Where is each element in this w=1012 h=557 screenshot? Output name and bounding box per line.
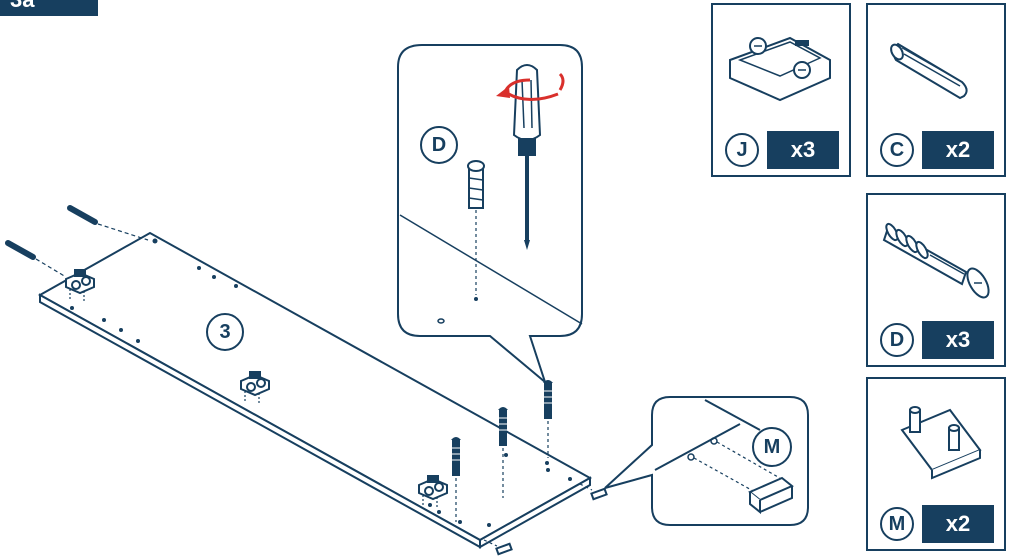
cam-bolt-d-3 <box>542 379 554 458</box>
part-quantity-badge: x2 <box>922 505 994 543</box>
dowel-c-2 <box>5 240 67 278</box>
part-letter-badge: C <box>880 133 914 167</box>
part-letter: M <box>888 512 906 535</box>
panel-number-badge: 3 <box>206 313 244 351</box>
part-quantity-badge: x2 <box>922 131 994 169</box>
pin-m-detail <box>748 476 794 515</box>
panel-number: 3 <box>219 320 231 343</box>
screw-detail-callout <box>397 44 583 386</box>
part-letter-badge: M <box>880 507 914 541</box>
step-label: 3a <box>0 0 98 16</box>
rotate-arrow-icon <box>496 72 565 101</box>
part-card-cam-bolt: D x3 <box>866 193 1006 367</box>
pin-m-1 <box>579 483 608 501</box>
part-quantity-badge: x3 <box>922 321 994 359</box>
part-card-support-pin: M x2 <box>866 377 1006 551</box>
screw-detail-letter-badge: D <box>420 126 458 164</box>
part-letter-badge: D <box>880 323 914 357</box>
part-letter: J <box>736 138 748 161</box>
cap-detail-letter: M <box>763 435 781 458</box>
part-quantity-badge: x3 <box>767 131 839 169</box>
part-quantity: x2 <box>945 137 971 162</box>
part-quantity: x3 <box>790 137 816 162</box>
screwdriver-icon <box>512 64 542 250</box>
cap-detail-callout <box>604 396 809 526</box>
cam-bolt-d-2 <box>497 406 509 498</box>
part-card-hinge: J x3 <box>711 3 851 177</box>
part-quantity: x2 <box>945 511 971 536</box>
part-letter: C <box>889 138 905 161</box>
pin-m-2 <box>483 539 513 556</box>
cam-bolt-detail <box>467 160 485 295</box>
part-quantity: x3 <box>945 327 971 352</box>
part-card-dowel: C x2 <box>866 3 1006 177</box>
cam-bolt-d-1 <box>450 436 462 522</box>
cap-detail-letter-badge: M <box>752 427 792 467</box>
screw-detail-letter: D <box>431 133 447 156</box>
dowel-c-1 <box>67 205 149 241</box>
part-letter-badge: J <box>725 133 759 167</box>
part-letter: D <box>889 328 905 351</box>
